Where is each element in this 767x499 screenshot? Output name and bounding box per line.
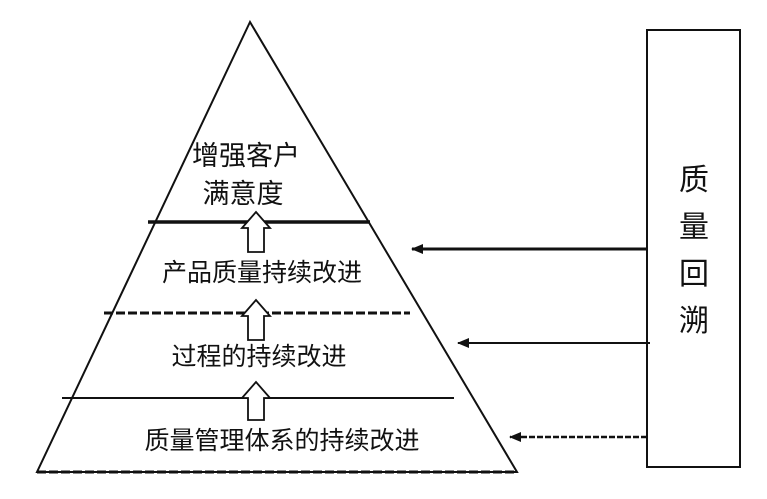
traceback-char-1: 质	[679, 163, 709, 198]
up-arrow-icon	[240, 380, 272, 421]
pyramid-outline	[35, 19, 519, 473]
traceback-char-3: 回	[679, 257, 709, 292]
tier-3-label: 过程的持续改进	[171, 342, 346, 371]
quality-traceback-box	[646, 29, 741, 468]
tier-2-label: 产品质量持续改进	[162, 258, 362, 287]
up-arrow-icon	[240, 298, 272, 341]
tier-1-label-line-1: 增强客户	[192, 141, 300, 172]
up-arrow-icon	[240, 210, 272, 253]
tier-4-label: 质量管理体系的持续改进	[144, 426, 419, 455]
traceback-char-4: 溯	[679, 304, 709, 339]
traceback-char-2: 量	[679, 210, 709, 245]
tier-1-label-line-2: 满意度	[203, 179, 284, 210]
